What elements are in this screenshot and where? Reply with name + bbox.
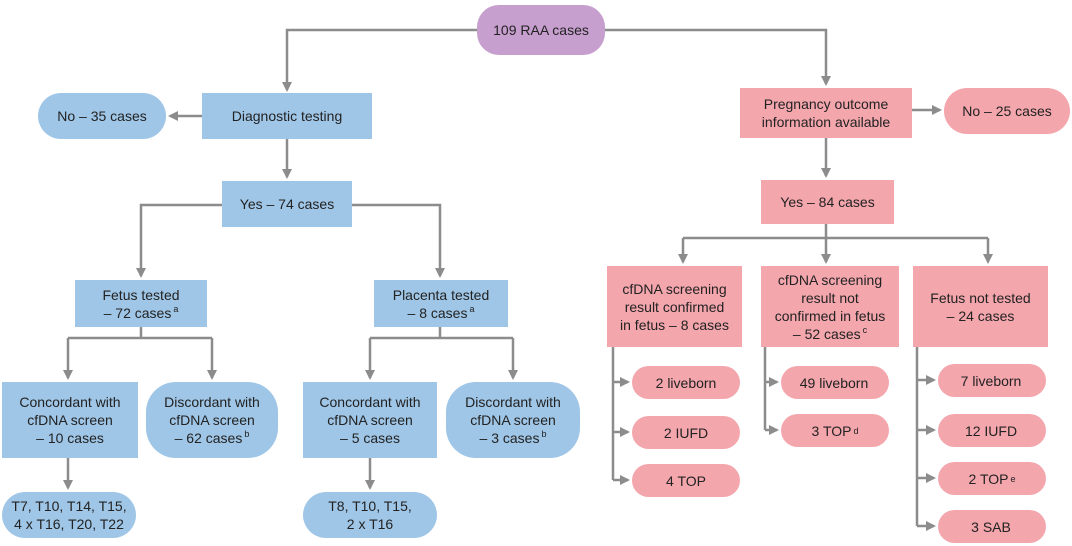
confirmed-outcome-top-label: 4 TOP <box>666 472 706 489</box>
fetus-trisomies-node: T7, T10, T14, T15, 4 x T16, T20, T22 <box>2 492 136 538</box>
placenta-tested-line1: Placenta tested <box>392 286 490 303</box>
diagnostic-no-node: No – 35 cases <box>38 93 166 139</box>
fetus-trisomies-line2: 4 x T16, T20, T22 <box>14 516 124 532</box>
not-confirmed-node: cfDNA screening result not confirmed in … <box>761 266 899 347</box>
placenta-discordant-line1: Discordant with <box>465 394 561 410</box>
outcome-question-line1: Pregnancy outcome <box>763 96 889 112</box>
not-confirmed-line2: result not <box>801 289 859 306</box>
not-confirmed-line4: – 52 cases <box>792 325 861 342</box>
diagnostic-no-label: No – 35 cases <box>57 108 147 124</box>
fetus-trisomies-line1: T7, T10, T14, T15, <box>11 498 127 514</box>
confirmed-outcome-top: 4 TOP <box>632 464 740 497</box>
confirmed-line2: result confirmed <box>624 298 725 315</box>
confirmed-outcome-iufd: 2 IUFD <box>632 416 740 449</box>
not-tested-outcome-sab: 3 SAB <box>938 510 1046 543</box>
placenta-discordant-footnote: b <box>541 429 547 439</box>
placenta-concordant-line1: Concordant with <box>319 394 421 410</box>
fetus-tested-line2: – 72 cases <box>103 304 172 321</box>
root-node: 109 RAA cases <box>477 5 605 55</box>
fetus-tested-line1: Fetus tested <box>102 286 180 303</box>
placenta-discordant-line3: – 3 cases <box>479 430 540 446</box>
diagnostic-testing-node: Diagnostic testing <box>202 93 372 139</box>
connector-root-to-outcome <box>605 28 831 86</box>
connector-root-to-diagnostic <box>282 28 477 92</box>
root-label: 109 RAA cases <box>493 22 589 38</box>
confirmed-outcome-iufd-label: 2 IUFD <box>663 424 709 441</box>
fetus-discordant-footnote: b <box>244 429 250 439</box>
placenta-trisomies-node: T8, T10, T15, 2 x T16 <box>303 492 437 538</box>
confirmed-outcome-liveborn: 2 liveborn <box>632 366 740 399</box>
connector-yes-to-fetus <box>136 203 222 278</box>
fetus-concordant-line3: – 10 cases <box>36 430 104 446</box>
placenta-trisomies-line2: 2 x T16 <box>346 516 394 532</box>
fetus-concordant-line2: cfDNA screen <box>27 412 113 428</box>
not-tested-outcome-liveborn: 7 liveborn <box>938 364 1046 397</box>
fetus-tested-footnote: a <box>173 303 179 314</box>
not-confirmed-outcome-top-label: 3 TOP <box>811 422 852 439</box>
fetus-concordant-node: Concordant with cfDNA screen – 10 cases <box>2 382 138 458</box>
not-tested-node: Fetus not tested – 24 cases <box>913 266 1048 347</box>
not-tested-outcome-sab-label: 3 SAB <box>971 518 1011 535</box>
confirmed-outcome-liveborn-label: 2 liveborn <box>655 374 717 391</box>
not-confirmed-line3: confirmed in fetus <box>774 307 886 324</box>
outcome-question-node: Pregnancy outcome information available <box>740 88 912 138</box>
connector-yes-to-confirmed <box>683 236 988 262</box>
diagnostic-yes-label: Yes – 74 cases <box>239 196 335 212</box>
diagnostic-testing-label: Diagnostic testing <box>231 108 343 124</box>
placenta-trisomies-line1: T8, T10, T15, <box>328 498 412 514</box>
connector-yes-to-placenta <box>352 203 445 278</box>
not-tested-line2: – 24 cases <box>946 307 1015 324</box>
placenta-tested-line2: – 8 cases <box>407 304 468 321</box>
confirmed-line3: in fetus – 8 cases <box>620 316 729 333</box>
diagnostic-yes-node: Yes – 74 cases <box>222 181 352 227</box>
not-confirmed-line1: cfDNA screening <box>777 271 883 288</box>
fetus-discordant-line2: cfDNA screen <box>169 412 255 428</box>
confirmed-node: cfDNA screening result confirmed in fetu… <box>607 266 742 347</box>
placenta-concordant-node: Concordant with cfDNA screen – 5 cases <box>303 382 437 458</box>
outcome-yes-node: Yes – 84 cases <box>761 180 894 224</box>
outcome-no-label: No – 25 cases <box>962 103 1052 119</box>
fetus-discordant-line1: Discordant with <box>164 394 260 410</box>
not-tested-outcome-top-label: 2 TOP <box>968 470 1009 487</box>
connector-fetus-to-concordant <box>68 336 212 378</box>
not-confirmed-footnote: c <box>862 324 868 335</box>
not-tested-line1: Fetus not tested <box>930 289 1031 306</box>
connector-placenta-to-concordant <box>370 336 513 378</box>
placenta-concordant-line3: – 5 cases <box>340 430 400 446</box>
placenta-concordant-line2: cfDNA screen <box>327 412 413 428</box>
not-tested-outcome-iufd-label: 12 IUFD <box>964 422 1018 439</box>
fetus-concordant-line1: Concordant with <box>19 394 121 410</box>
placenta-tested-footnote: a <box>469 303 475 314</box>
confirmed-line1: cfDNA screening <box>622 280 727 297</box>
outcome-question-line2: information available <box>761 114 891 130</box>
not-confirmed-outcome-liveborn: 49 liveborn <box>781 366 889 399</box>
not-confirmed-outcome-liveborn-label: 49 liveborn <box>799 374 869 391</box>
outcome-yes-label: Yes – 84 cases <box>780 194 875 210</box>
not-tested-outcome-liveborn-label: 7 liveborn <box>960 372 1022 389</box>
outcome-no-node: No – 25 cases <box>944 88 1070 134</box>
placenta-discordant-line2: cfDNA screen <box>470 412 556 428</box>
not-tested-outcome-iufd: 12 IUFD <box>938 414 1046 447</box>
fetus-discordant-line3: – 62 cases <box>174 430 243 446</box>
